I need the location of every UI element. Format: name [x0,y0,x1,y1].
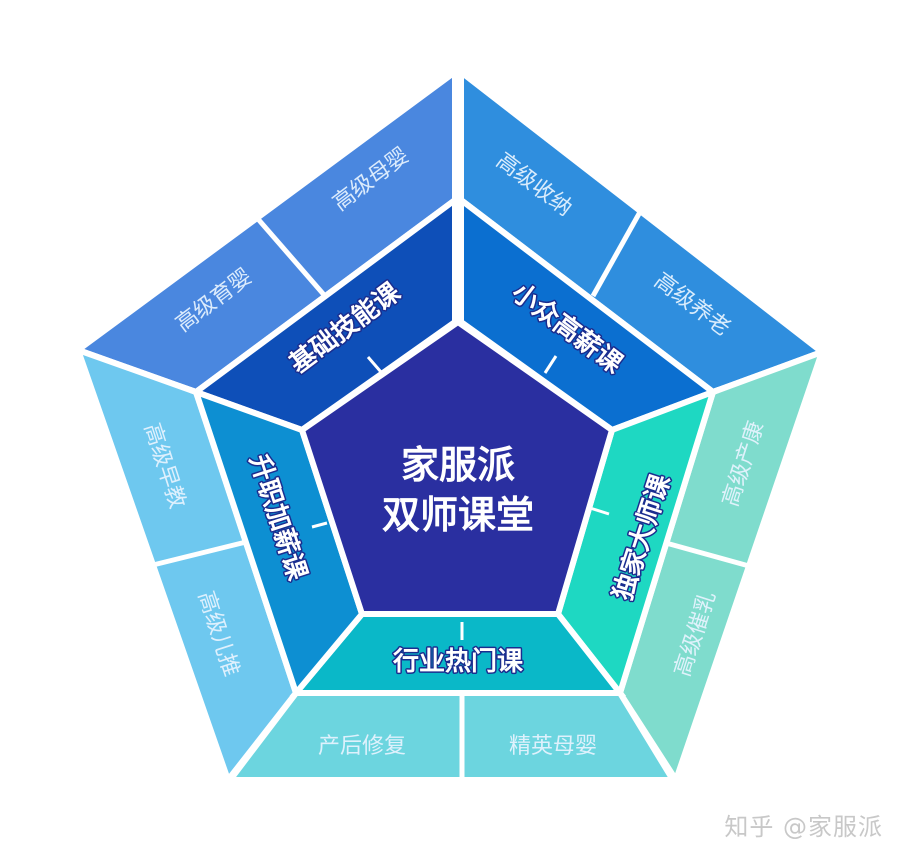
middle-ticks [311,355,610,640]
outer-segment-bottom [223,690,679,783]
course-industry-hot: 行业热门课 [392,646,524,677]
center-pentagon [298,318,616,617]
outer-ring [71,65,829,787]
outer-label-postpartum-recovery: 产后修复 [318,734,406,759]
center-title-line2: 双师课堂 [382,493,534,537]
middle-ring [189,193,720,700]
center-title-line1: 家服派 [401,443,515,487]
watermark: 知乎 @家服派 [724,813,883,841]
outer-label-elite-maternal-infant: 精英母婴 [509,734,597,759]
outer-dividers [152,210,750,780]
